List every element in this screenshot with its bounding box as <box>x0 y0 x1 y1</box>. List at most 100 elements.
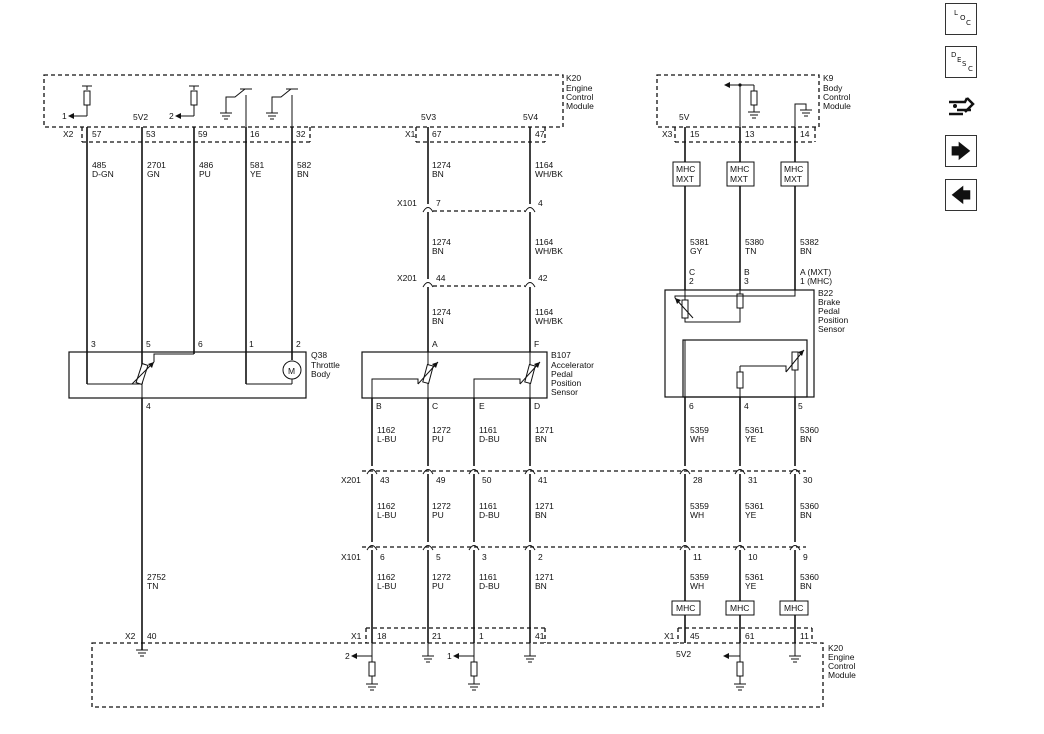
mhc-box-3: MHC <box>779 600 809 616</box>
wire-2752: 2752 <box>147 572 166 582</box>
connector-tool-icon <box>949 97 975 116</box>
wire-1162-a-color: L-BU <box>377 434 396 444</box>
wire-1161-c-color: D-BU <box>479 581 500 591</box>
wire-5360-a: 5360 <box>800 425 819 435</box>
wire-5360-b: 5360 <box>800 501 819 511</box>
q38-throttle-body: Q38 Throttle Body 3 5 6 1 2 4 M <box>68 339 340 411</box>
wire-1274-b: 1274 <box>432 237 451 247</box>
wire-1161-c: 1161 <box>479 572 498 582</box>
wire-5381: 5381 <box>690 237 709 247</box>
mhc-mxt-2-l1: MHC <box>730 164 749 174</box>
b22-brake-pedal-sensor: B22 Brake Pedal Position Sensor C B A (M… <box>664 267 849 411</box>
wire-5361-b-color: YE <box>745 510 757 520</box>
k20-bottom-conn-x2: X2 <box>125 631 136 641</box>
arrow-right-icon: 🡆 <box>950 139 972 163</box>
k20-bottom-pin-41: 41 <box>535 631 545 641</box>
pin-57: 57 <box>92 129 102 139</box>
wire-1162-a: 1162 <box>377 425 396 435</box>
x201-pin-42: 42 <box>538 273 548 283</box>
b22-pin-2: 2 <box>689 276 694 286</box>
wire-5361-b: 5361 <box>745 501 764 511</box>
wire-1271-c-color: BN <box>535 581 547 591</box>
wire-485-color: D-GN <box>92 169 114 179</box>
wire-5382: 5382 <box>800 237 819 247</box>
k20-top-module: K20 Engine Control Module X2 X1 5V2 5V3 … <box>43 73 594 143</box>
k20-top-name: K20 <box>566 73 581 83</box>
wire-1271-a-color: BN <box>535 434 547 444</box>
k20-bottom-arrow-2: 2 <box>345 651 350 661</box>
forward-button[interactable]: 🡆 <box>945 135 977 167</box>
loc-letter-l: L <box>954 9 958 17</box>
x201-pin-28: 28 <box>693 475 703 485</box>
bpp-wiring: MHC MXT MHC MXT MHC MXT 5381 GY 5380 TN … <box>672 127 819 290</box>
wire-1274-b-color: BN <box>432 246 444 256</box>
b107-pin-e: E <box>479 401 485 411</box>
wire-1161-b: 1161 <box>479 501 498 511</box>
wire-1271-a: 1271 <box>535 425 554 435</box>
k20-bottom-label-1: Engine <box>828 652 855 662</box>
location-button[interactable]: L O C <box>945 3 977 35</box>
wire-5360-b-color: BN <box>800 510 812 520</box>
x201-pin-30: 30 <box>803 475 813 485</box>
q38-label-2: Body <box>311 369 331 379</box>
mhc-2-label: MHC <box>730 603 749 613</box>
b107-pin-d: D <box>534 401 540 411</box>
wire-5359-b-color: WH <box>690 510 704 520</box>
k20-bottom-conn-x1-a: X1 <box>351 631 362 641</box>
pin-53: 53 <box>146 129 156 139</box>
b22-pin-b: B <box>744 267 750 277</box>
x101-pin-7: 7 <box>436 198 441 208</box>
x101-pin-3: 3 <box>482 552 487 562</box>
wire-1164-b-color: WH/BK <box>535 246 563 256</box>
x201-pin-49: 49 <box>436 475 446 485</box>
k20-top-label-3: Module <box>566 101 594 111</box>
wire-5381-color: GY <box>690 246 703 256</box>
wire-5380-color: TN <box>745 246 756 256</box>
q38-name: Q38 <box>311 350 327 360</box>
k20-bottom-pin-45: 45 <box>690 631 700 641</box>
k20-top-label-2: Control <box>566 92 594 102</box>
wire-1271-b-color: BN <box>535 510 547 520</box>
k20-bottom-pin-40: 40 <box>147 631 157 641</box>
wire-2701-color: GN <box>147 169 160 179</box>
mhc-mxt-box-3: MHC MXT <box>780 161 809 187</box>
b22-label-2: Pedal <box>818 306 840 316</box>
wire-2701: 2701 <box>147 160 166 170</box>
k20-bottom-label-3: Module <box>828 670 856 680</box>
b22-pin-4: 4 <box>744 401 749 411</box>
wire-1272-c-color: PU <box>432 581 444 591</box>
b22-pin-c: C <box>689 267 695 277</box>
x201-pin-41: 41 <box>538 475 548 485</box>
b22-label-3: Position <box>818 315 849 325</box>
x201-pin-50: 50 <box>482 475 492 485</box>
b22-pin-1: 1 (MHC) <box>800 276 832 286</box>
k9-label-3: Module <box>823 101 851 111</box>
x101-pin-2: 2 <box>538 552 543 562</box>
description-button[interactable]: D E S C <box>945 46 977 78</box>
k20-bottom-pin-61: 61 <box>745 631 755 641</box>
b107-pin-c: C <box>432 401 438 411</box>
b22-pin-5: 5 <box>798 401 803 411</box>
b107-pin-a: A <box>432 339 438 349</box>
k9-label-2: Control <box>823 92 851 102</box>
q38-pin-6: 6 <box>198 339 203 349</box>
back-button[interactable]: 🡄 <box>945 179 977 211</box>
pin-59: 59 <box>198 129 208 139</box>
b107-pin-f: F <box>534 339 539 349</box>
wire-1272-b: 1272 <box>432 501 451 511</box>
b22-name: B22 <box>818 288 833 298</box>
wire-5361-c-color: YE <box>745 581 757 591</box>
desc-letter-s: S <box>962 60 967 68</box>
wire-1274-a: 1274 <box>432 160 451 170</box>
k20-top-conn-x2: X2 <box>63 129 74 139</box>
x101-pin-4: 4 <box>538 198 543 208</box>
x101-pin-10: 10 <box>748 552 758 562</box>
wire-1164-c-color: WH/BK <box>535 316 563 326</box>
b22-label-1: Brake <box>818 297 840 307</box>
connector-tool-button[interactable] <box>945 90 977 122</box>
b22-pin-3: 3 <box>744 276 749 286</box>
desc-letter-c: C <box>968 65 973 73</box>
pin-32: 32 <box>296 129 306 139</box>
wire-2752-color: TN <box>147 581 158 591</box>
q38-pin-2: 2 <box>296 339 301 349</box>
